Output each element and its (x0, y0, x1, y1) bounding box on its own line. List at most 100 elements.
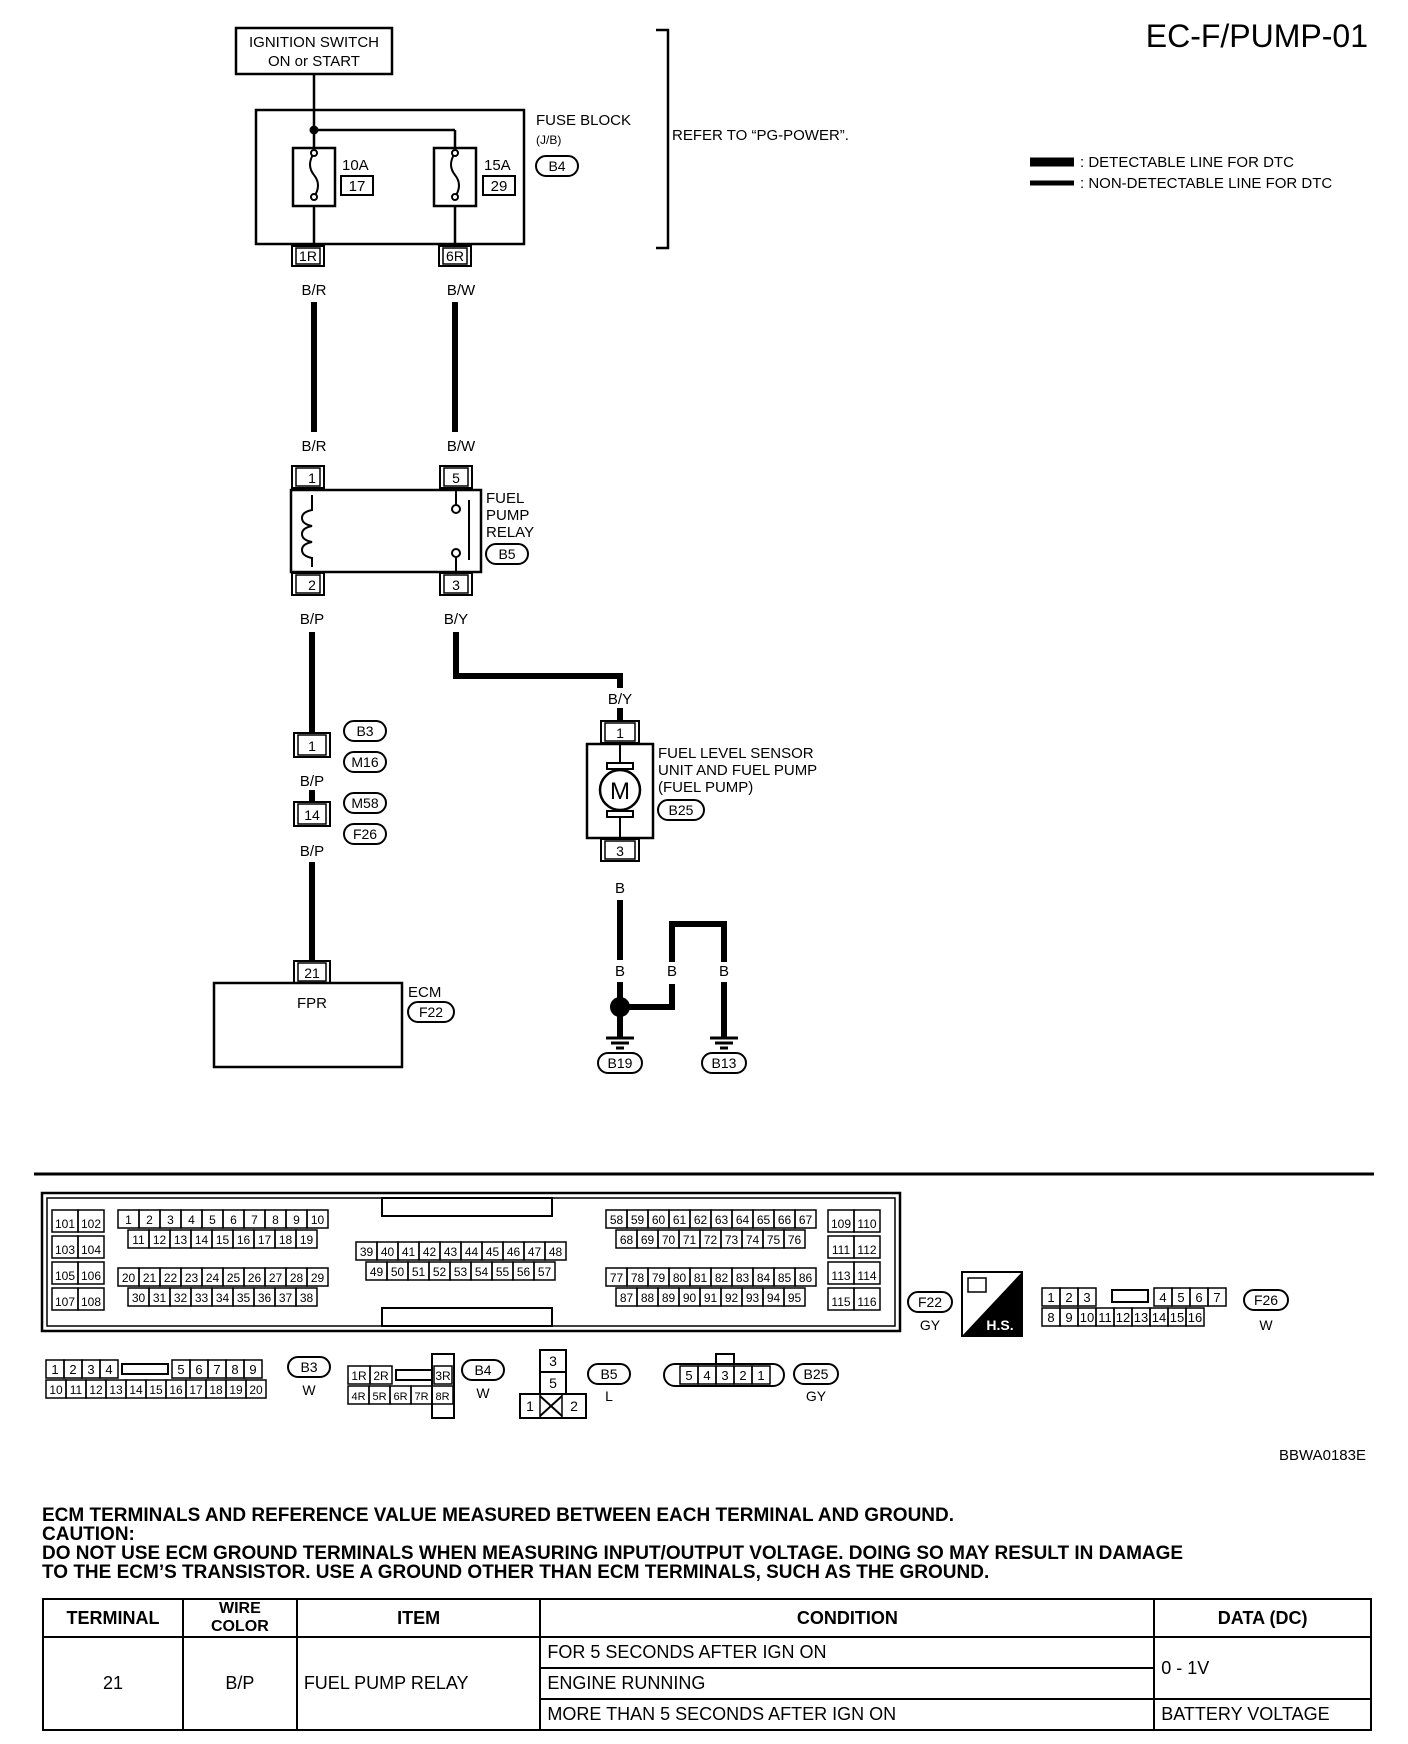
wire-label-br-top: B/R (301, 282, 326, 299)
ecm-pin-box (533, 1261, 556, 1281)
ecm-pin-box (853, 1261, 881, 1285)
f26-pin: 4 (1159, 1290, 1166, 1305)
ecm-pin: 69 (641, 1233, 655, 1247)
b4-code: B4 (474, 1362, 491, 1378)
ecm-pin: 5 (209, 1213, 216, 1227)
caution-line-2: CAUTION: (42, 1524, 135, 1545)
cell-terminal: 21 (42, 1636, 184, 1731)
legend-non-detectable: : NON-DETECTABLE LINE FOR DTC (1080, 175, 1332, 192)
ecm-pin: 32 (174, 1291, 188, 1305)
ecm-pin: 90 (683, 1291, 697, 1305)
f26-pin: 11 (1098, 1310, 1112, 1325)
wire-label-b1: B (615, 880, 625, 897)
relay-label-3: RELAY (486, 524, 534, 541)
ecm-pin: 82 (715, 1271, 729, 1285)
ecm-pin: 86 (799, 1271, 813, 1285)
fuse-term-right: 6R (446, 248, 464, 264)
fuse-left-num: 17 (349, 178, 366, 195)
ecm-pin: 8 (272, 1213, 279, 1227)
ecm-pin-box (295, 1287, 318, 1307)
b25-pin: 1 (757, 1368, 764, 1383)
wire-label-by-top: B/Y (444, 611, 468, 628)
b3-pin: 2 (69, 1362, 76, 1377)
caution-line-3: DO NOT USE ECM GROUND TERMINALS WHEN MEA… (42, 1543, 1184, 1564)
ignition-switch-state: ON or START (268, 53, 360, 70)
f26-pin: 14 (1152, 1310, 1166, 1325)
fuse-term-left: 1R (299, 248, 317, 264)
f26-pin: 15 (1170, 1310, 1184, 1325)
b5-pin-5: 5 (549, 1375, 557, 1391)
ecm-pin: 83 (736, 1271, 750, 1285)
ecm-pin: 80 (673, 1271, 687, 1285)
f26-pin: 1 (1047, 1290, 1054, 1305)
b5-code: B5 (600, 1366, 617, 1382)
wire-label-b2: B (615, 963, 625, 980)
f22-code: F22 (918, 1294, 942, 1310)
ignition-switch-label: IGNITION SWITCH (249, 34, 379, 51)
ecm-pin: 116 (857, 1295, 876, 1309)
ecm-pin: 33 (195, 1291, 209, 1305)
header-wire-color: WIRE COLOR (181, 1598, 298, 1638)
wire-label-bw: B/W (447, 438, 476, 455)
joint2-c1: M58 (351, 795, 378, 811)
legend-detectable: : DETECTABLE LINE FOR DTC (1080, 154, 1294, 171)
ecm-pin: 103 (55, 1243, 75, 1257)
ecm-pin: 39 (360, 1245, 374, 1259)
f26-color: W (1259, 1317, 1273, 1333)
f26-pin: 3 (1083, 1290, 1090, 1305)
refer-text: REFER TO “PG-POWER”. (672, 127, 849, 144)
ecm-pin: 30 (132, 1291, 146, 1305)
ecm-pin-box (783, 1287, 806, 1307)
ecm-pin: 59 (631, 1213, 645, 1227)
ecm-label: ECM (408, 984, 441, 1001)
caution-block: ECM TERMINALS AND REFERENCE VALUE MEASUR… (42, 1506, 1372, 1582)
wire-label-bw-top: B/W (447, 282, 476, 299)
ecm-pin: 87 (620, 1291, 634, 1305)
ecm-pin-box (306, 1209, 329, 1229)
ecm-term: 21 (304, 965, 320, 981)
b3-pin: 19 (229, 1383, 243, 1397)
ecm-pin-box (77, 1261, 105, 1285)
fuse-right-num: 29 (491, 178, 508, 195)
ecm-pin: 104 (81, 1243, 101, 1257)
ecm-connector: F22 (419, 1004, 443, 1020)
ecm-pin: 89 (662, 1291, 676, 1305)
ecm-pin: 13 (174, 1233, 188, 1247)
wire-label-b4: B (719, 963, 729, 980)
header-condition: CONDITION (539, 1598, 1156, 1638)
ecm-pin: 95 (788, 1291, 802, 1305)
image-code: BBWA0183E (1279, 1447, 1366, 1464)
b4-pin: 6R (393, 1391, 407, 1403)
header-terminal: TERMINAL (42, 1598, 184, 1638)
joint2-c2: F26 (353, 826, 377, 842)
ecm-pin-box (794, 1267, 817, 1287)
ecm-pin: 74 (746, 1233, 760, 1247)
f26-pin: 10 (1080, 1310, 1094, 1325)
b3-pin: 5 (177, 1362, 184, 1377)
ecm-pin: 70 (662, 1233, 676, 1247)
table-row: MORE THAN 5 SECONDS AFTER IGN ON BATTERY… (43, 1698, 1372, 1731)
ecm-pin: 114 (857, 1269, 876, 1283)
b25-pin-box (751, 1365, 771, 1385)
ecm-pin: 67 (799, 1213, 813, 1227)
relay-label-2: PUMP (486, 507, 529, 524)
f26-pin-box (1207, 1287, 1227, 1307)
ecm-pin: 29 (311, 1271, 325, 1285)
ecm-pin: 109 (831, 1217, 851, 1231)
ecm-connector-view (40, 1191, 902, 1333)
ecm-pin: 88 (641, 1291, 655, 1305)
relay-t3: 3 (452, 577, 460, 593)
ecm-pin: 11 (132, 1233, 145, 1247)
f26-pin: 7 (1213, 1290, 1220, 1305)
f26-pin-box (1185, 1307, 1205, 1327)
ecm-pin: 34 (216, 1291, 230, 1305)
ecm-pin: 37 (279, 1291, 293, 1305)
ecm-pin: 45 (486, 1245, 500, 1259)
fuse-block-box (254, 108, 526, 246)
cell-condition-3: MORE THAN 5 SECONDS AFTER IGN ON (539, 1698, 1156, 1731)
ecm-pin: 38 (300, 1291, 314, 1305)
cell-wire-color: B/P (181, 1636, 298, 1731)
ecm-pin: 6 (230, 1213, 237, 1227)
fuse-block-jb: (J/B) (536, 133, 561, 147)
wire-label-bp-bottom: B/P (300, 843, 324, 860)
